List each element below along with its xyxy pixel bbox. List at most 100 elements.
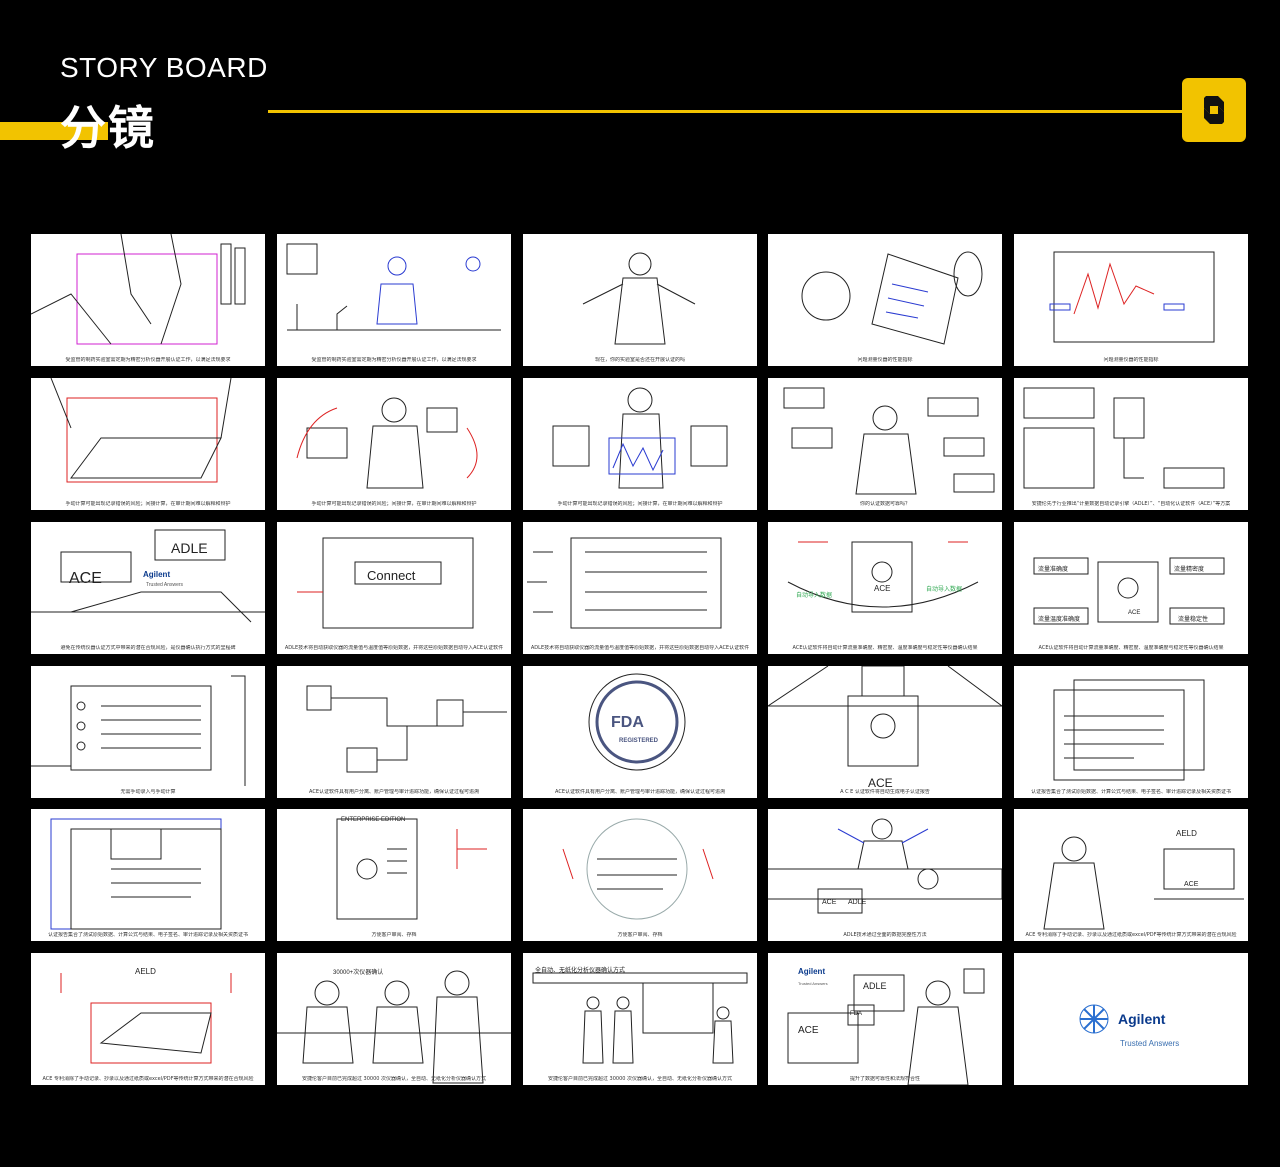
panel-caption: ACE认证软件具有用户分离、账户管理与审计追踪功能，确保认证过程可追溯 xyxy=(309,789,479,795)
panel-caption: 手动计算可能出现记录错误的风险；间接计算，在审计期间难以解释和辩护 xyxy=(65,501,231,507)
header-title-en: STORY BOARD xyxy=(60,52,268,83)
header-divider-line xyxy=(268,110,1183,113)
panel-sketch xyxy=(562,818,714,920)
panel-caption: ACE 专利消除了手动记录、抄录以及通过纸质或excel/PDF等传统计算方式带… xyxy=(1025,932,1237,938)
panel-sketch xyxy=(582,252,696,345)
panel-caption: 安捷伦先于行业推出“计量数据自动记录引擎（ADLE）”、“自动化认证软件（ACE… xyxy=(1031,501,1231,507)
storyboard-panel-8: 手动计算可能出现记录错误的风险；间接计算，在审计期间难以解释和辩护 xyxy=(523,378,757,510)
panel-label: ACE xyxy=(798,1025,819,1036)
panel-caption: 受监管的制药实验室需定期为精密分析仪器开展认证工作，以满足法规要求 xyxy=(311,357,477,363)
panel-caption: 你的认证数据可靠吗？ xyxy=(859,501,910,507)
panel-caption: ADLE技术将自动获取仪器的流量值与温度值等原始数据，并将这些原始数据自动导入A… xyxy=(284,645,504,651)
panel-sketch xyxy=(527,537,722,629)
panel-label: ADLE xyxy=(848,899,867,906)
brand-logo-icon xyxy=(1182,78,1246,142)
storyboard-panel-20: 认证报告集合了测试原始数据、计算公式与结果、电子签名、审计追踪记录及相关资质证书 xyxy=(1014,666,1248,798)
panel-label: ACE xyxy=(868,776,893,790)
panel-sketch xyxy=(1043,836,1244,930)
panel-label: FDA xyxy=(611,714,644,731)
panel-label: ADLE xyxy=(863,981,887,991)
panel-caption: 无需手动录入与手动计算 xyxy=(120,789,176,795)
panel-caption: 现在，你的实验室是否还在开展认证的吗 xyxy=(594,357,685,363)
storyboard-grid: 受监管的制药实验室需定期为精密分析仪器开展认证工作，以满足法规要求受监管的制药实… xyxy=(31,234,1248,1085)
storyboard-panel-1: 受监管的制药实验室需定期为精密分析仪器开展认证工作，以满足法规要求 xyxy=(31,234,265,366)
panel-caption: ACE 专利消除了手动记录、抄录以及通过纸质或excel/PDF等传统计算方式带… xyxy=(42,1076,254,1082)
panel-label: REGISTERED xyxy=(619,738,659,744)
panel-caption: 方便客户审阅、存档 xyxy=(617,932,663,938)
panel-label: Trusted Answers xyxy=(146,582,184,588)
panel-caption: ACE认证软件将自动计算流量准确度、精密度、温度准确度与稳定性等仪器确认结果 xyxy=(1038,645,1224,651)
panel-caption: ACE认证软件具有用户分离、账户管理与审计追踪功能，确保认证过程可追溯 xyxy=(555,789,725,795)
panel-sketch xyxy=(768,666,1002,767)
storyboard-panel-3: 现在，你的实验室是否还在开展认证的吗 xyxy=(523,234,757,366)
panel-label: ACE xyxy=(822,899,837,906)
panel-label: Agilent xyxy=(1118,1011,1166,1027)
panel-label: AELD xyxy=(1176,829,1197,838)
panel-label: 自动导入数据 xyxy=(926,587,963,593)
panel-label: 全自动、无纸化分析仪器确认方式 xyxy=(535,968,626,974)
storyboard-panel-7: 手动计算可能出现记录错误的风险；间接计算，在审计期间难以解释和辩护 xyxy=(277,378,511,510)
panel-label: 流量稳定性 xyxy=(1178,617,1209,623)
storyboard-panel-4: 问题测量仪器的性能指标 xyxy=(768,234,1002,366)
panel-caption: ACE认证软件将自动计算流量准确度、精密度、温度准确度与稳定性等仪器确认结果 xyxy=(792,645,978,651)
storyboard-panel-16: 无需手动录入与手动计算 xyxy=(31,666,265,798)
panel-sketch xyxy=(277,970,511,1084)
panel-sketch xyxy=(297,537,474,629)
panel-label: 流量温度准确度 xyxy=(1038,617,1081,623)
panel-caption: 提升了数据可靠性和法规符合性 xyxy=(849,1076,920,1082)
panel-caption: 手动计算可能出现记录错误的风险；间接计算，在审计期间难以解释和辩护 xyxy=(311,501,477,507)
storyboard-panel-21: 认证报告集合了测试原始数据、计算公式与结果、电子签名、审计追踪记录及相关资质证书 xyxy=(31,809,265,941)
panel-sketch xyxy=(1079,1004,1109,1034)
panel-sketch xyxy=(1049,251,1215,343)
panel-label: ACE xyxy=(1184,881,1199,888)
panel-sketch xyxy=(787,541,979,613)
storyboard-panel-13: ADLE技术将自动获取仪器的流量值与温度值等原始数据，并将这些原始数据自动导入A… xyxy=(523,522,757,654)
panel-label: 30000+次仪器确认 xyxy=(333,970,384,976)
storyboard-panel-27: 30000+次仪器确认安捷伦客户目前已完成超过 30000 次仪器确认，全自动、… xyxy=(277,953,511,1085)
storyboard-panel-10: 安捷伦先于行业推出“计量数据自动记录引擎（ADLE）”、“自动化认证软件（ACE… xyxy=(1014,378,1248,510)
panel-label: ENTERPRISE EDITION xyxy=(341,817,406,823)
panel-caption: 手动计算可能出现记录错误的风险；间接计算，在审计期间难以解释和辩护 xyxy=(557,501,723,507)
storyboard-panel-9: 你的认证数据可靠吗？ xyxy=(768,378,1002,510)
panel-sketch xyxy=(1023,387,1225,489)
panel-label: ACE xyxy=(874,584,891,593)
panel-sketch xyxy=(336,818,487,920)
storyboard-panel-2: 受监管的制药实验室需定期为精密分析仪器开展认证工作，以满足法规要求 xyxy=(277,234,511,366)
panel-sketch xyxy=(1033,557,1225,625)
storyboard-panel-18: FDA REGISTERED ACE认证软件具有用户分离、账户管理与审计追踪功能，确… xyxy=(523,666,757,798)
panel-caption: 认证报告集合了测试原始数据、计算公式与结果、电子签名、审计追踪记录及相关资质证书 xyxy=(47,932,248,938)
header-title-cn-wrap: 分镜 xyxy=(0,92,220,155)
panel-caption: 认证报告集合了测试原始数据、计算公式与结果、电子签名、审计追踪记录及相关资质证书 xyxy=(1030,789,1231,795)
panel-sketch xyxy=(552,387,728,489)
panel-label: Trusted Answers xyxy=(798,981,828,986)
panel-label: Trusted Answers xyxy=(1120,1039,1180,1048)
storyboard-panel-5: 问题测量仪器的性能指标 xyxy=(1014,234,1248,366)
panel-caption: 问题测量仪器的性能指标 xyxy=(1103,357,1159,363)
panel-label: 流量准确度 xyxy=(1038,567,1069,573)
storyboard-panel-25: AELD ACE ACE 专利消除了手动记录、抄录以及通过纸质或excel/PDF等… xyxy=(1014,809,1248,941)
header-accent-bar xyxy=(0,122,108,140)
panel-caption: ADLE技术将自动获取仪器的流量值与温度值等原始数据，并将这些原始数据自动导入A… xyxy=(530,645,750,651)
panel-sketch xyxy=(532,972,748,1064)
panel-caption: 避免在传统仪器认证方式中带来的潜在合规风险，是仪器确认执行方式的里程碑 xyxy=(60,645,236,651)
panel-sketch xyxy=(783,387,995,495)
panel-label: Agilent xyxy=(798,967,826,976)
panel-caption: 安捷伦客户目前已完成超过 30000 次仪器确认，全自动、无纸化分析仪器确认方式 xyxy=(301,1076,487,1082)
panel-sketch xyxy=(50,818,222,930)
panel-label: ACE xyxy=(1128,610,1141,616)
panel-sketch xyxy=(31,675,246,786)
panel-label: Agilent xyxy=(143,570,171,579)
panel-sketch xyxy=(801,251,983,345)
header-title-cn: 分镜 xyxy=(60,101,156,155)
panel-sketch xyxy=(1053,679,1205,781)
panel-label: ACE xyxy=(69,570,102,587)
panel-sketch xyxy=(31,529,265,623)
panel-label: Connect xyxy=(367,568,416,583)
